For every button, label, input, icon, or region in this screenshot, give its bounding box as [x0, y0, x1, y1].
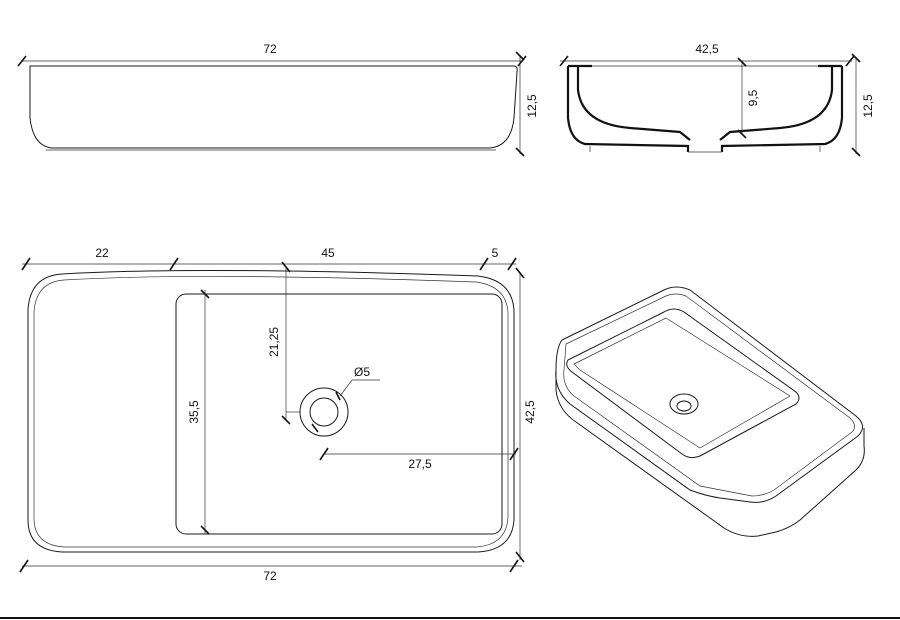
section-wall-outer	[566, 66, 844, 152]
side-view: 72 12,5	[17, 42, 539, 157]
front-width-label: 42,5	[695, 42, 719, 56]
basin-length-label: 35,5	[187, 400, 201, 424]
iso-basin-outline	[566, 308, 800, 459]
side-view-outline	[29, 65, 518, 149]
drain-offset-label: 45	[321, 246, 335, 260]
iso-drain-outer	[669, 393, 699, 415]
side-length-label: 72	[263, 42, 277, 56]
isometric-view	[555, 286, 865, 537]
iso-side-face	[555, 370, 865, 537]
drain-to-edge-label: 27,5	[408, 457, 432, 471]
basin-outline	[175, 293, 503, 535]
section-wall-inner	[576, 66, 834, 141]
iso-basin-inner	[573, 317, 791, 449]
drain-inner-circle	[309, 397, 339, 427]
width-label: 42,5	[523, 400, 537, 424]
front-height-label: 12,5	[861, 94, 875, 118]
top-view: Ø5 22 45 5 21,25 35,5 27,5 42,5	[19, 246, 537, 583]
top-view-rim-line	[33, 276, 509, 548]
basin-to-drain-label: 21,25	[267, 327, 281, 357]
iso-drain-inner	[676, 400, 692, 412]
front-section-view: 42,5 9,5 12,5	[559, 42, 875, 157]
length-label: 72	[263, 569, 277, 583]
iso-top-inner-rim	[563, 293, 855, 497]
drain-diameter-label: Ø5	[354, 365, 370, 379]
front-depth-label: 9,5	[746, 89, 760, 106]
side-height-label: 12,5	[525, 94, 539, 118]
right-margin-label: 5	[492, 246, 499, 260]
left-margin-label: 22	[95, 246, 109, 260]
top-view-outer-outline	[27, 269, 515, 553]
